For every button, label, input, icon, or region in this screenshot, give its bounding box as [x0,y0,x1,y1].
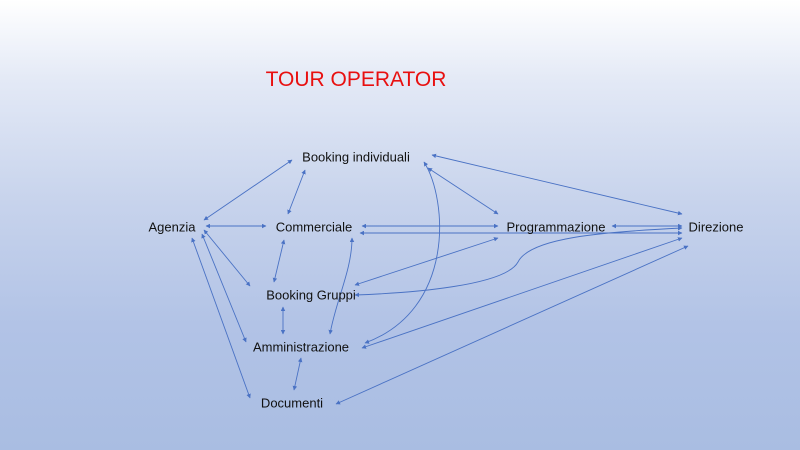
edge-amministrazione-documenti [292,357,303,391]
diagram-title: TOUR OPERATOR [265,68,447,91]
node-booking-individuali: Booking individuali [302,149,410,165]
edge-direzione-documenti [335,245,689,405]
edge-agenzia-booking-gruppi [203,229,251,287]
edge-booking-individuali-amministrazione [364,161,441,344]
edge-booking-individuali-commerciale [287,169,306,215]
edge-commerciale-booking-gruppi [272,239,286,283]
node-amministrazione: Amministrazione [252,339,350,355]
node-documenti: Documenti [260,395,324,411]
edge-agenzia-booking-individuali [203,159,293,221]
node-programmazione: Programmazione [506,219,606,235]
node-commerciale: Commerciale [275,219,353,235]
edge-booking-individuali-direzione [431,153,683,216]
node-agenzia: Agenzia [148,219,196,235]
edge-programmazione-booking-gruppi [354,237,499,286]
node-direzione: Direzione [688,219,744,235]
edges-group [191,153,689,405]
edge-direzione-booking-gruppi [354,225,683,298]
edge-agenzia-documenti [191,237,251,399]
node-booking-gruppi: Booking Gruppi [266,287,356,303]
edge-direzione-amministrazione [361,237,683,349]
edge-commerciale-amministrazione [328,237,355,335]
